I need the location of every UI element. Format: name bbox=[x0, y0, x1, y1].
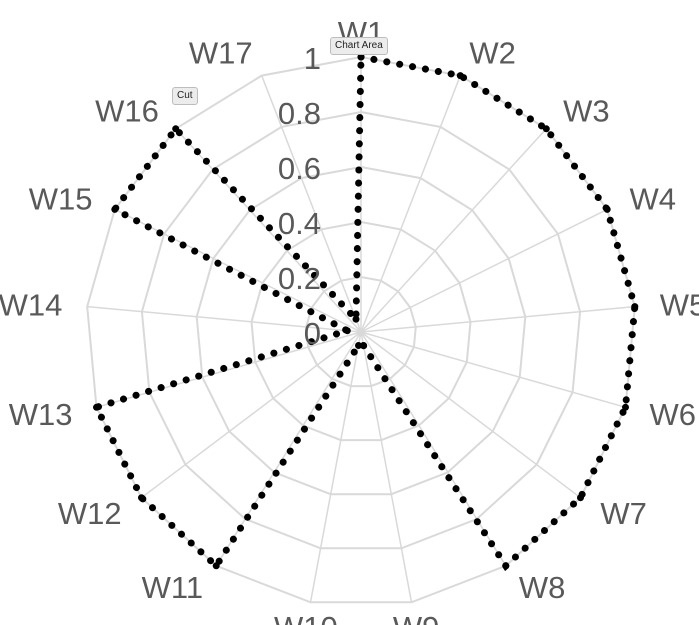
category-label-W7: W7 bbox=[600, 496, 647, 531]
data-point-W16 bbox=[172, 125, 180, 133]
category-label-W13: W13 bbox=[9, 397, 73, 432]
radial-tick-label-0: 0 bbox=[304, 316, 321, 351]
radial-tick-label-3: 0.6 bbox=[278, 151, 321, 186]
category-label-W11: W11 bbox=[142, 570, 203, 605]
category-labels: W1W2W3W4W5W6W7W8W9W10W11W12W13W14W15W16W… bbox=[0, 15, 699, 625]
data-point-W14 bbox=[343, 327, 351, 335]
data-point-W12 bbox=[138, 494, 145, 502]
data-point-W6 bbox=[622, 403, 629, 411]
radial-tick-label-2: 0.4 bbox=[278, 206, 321, 241]
spoke-W17 bbox=[261, 75, 362, 333]
category-label-W8: W8 bbox=[519, 570, 566, 605]
category-label-W9: W9 bbox=[393, 610, 440, 625]
series-line-0 bbox=[91, 52, 639, 572]
category-label-W15: W15 bbox=[29, 181, 93, 216]
chart-area-tooltip: Chart Area bbox=[330, 37, 388, 55]
data-point-W11 bbox=[212, 562, 220, 570]
grid-ring-3 bbox=[195, 165, 527, 496]
radial-tick-label-5: 1 bbox=[304, 41, 321, 76]
data-point-W13 bbox=[93, 403, 100, 411]
data-point-W4 bbox=[603, 205, 611, 213]
category-label-W16: W16 bbox=[95, 93, 159, 128]
spoke-W15 bbox=[114, 208, 362, 333]
spoke-W14 bbox=[87, 305, 362, 333]
spoke-W9 bbox=[360, 331, 413, 603]
category-label-W14: W14 bbox=[0, 287, 62, 322]
category-label-W3: W3 bbox=[563, 93, 610, 128]
spoke-W10 bbox=[309, 331, 362, 603]
spoke-W4 bbox=[360, 208, 608, 333]
data-point-W8 bbox=[502, 562, 510, 570]
data-point-W1 bbox=[357, 53, 365, 61]
spoke-W2 bbox=[360, 75, 461, 333]
category-label-W10: W10 bbox=[274, 610, 338, 625]
cut-tooltip: Cut bbox=[172, 87, 198, 105]
radar-series bbox=[91, 52, 639, 572]
spoke-W13 bbox=[96, 331, 362, 409]
radial-tick-label-4: 0.8 bbox=[278, 96, 321, 131]
data-point-W2 bbox=[456, 72, 464, 80]
spoke-W12 bbox=[141, 331, 362, 499]
grid-ring-1 bbox=[305, 275, 417, 388]
category-label-W2: W2 bbox=[469, 35, 516, 70]
spoke-W6 bbox=[360, 331, 626, 409]
spoke-W7 bbox=[360, 331, 581, 499]
data-point-W5 bbox=[631, 303, 639, 311]
category-label-W5: W5 bbox=[660, 287, 699, 322]
data-point-W3 bbox=[542, 125, 550, 133]
radial-tick-label-1: 0.2 bbox=[278, 261, 321, 296]
grid-ring-4 bbox=[140, 110, 582, 550]
grid-ring-2 bbox=[250, 220, 472, 442]
radar-spokes bbox=[87, 57, 635, 603]
data-point-W10 bbox=[355, 342, 362, 349]
spoke-W5 bbox=[360, 305, 635, 333]
radial-tick-labels: 0 0.2 0.4 0.6 0.8 1 bbox=[278, 41, 321, 351]
data-point-W9 bbox=[360, 342, 367, 349]
spoke-W3 bbox=[360, 128, 547, 333]
data-point-W17 bbox=[352, 315, 360, 323]
data-point-W7 bbox=[577, 494, 584, 502]
category-label-W12: W12 bbox=[58, 496, 122, 531]
data-point-W15 bbox=[111, 205, 119, 213]
category-label-W17: W17 bbox=[189, 35, 253, 70]
spoke-W8 bbox=[360, 331, 507, 567]
category-label-W6: W6 bbox=[650, 397, 697, 432]
category-label-W4: W4 bbox=[630, 181, 677, 216]
